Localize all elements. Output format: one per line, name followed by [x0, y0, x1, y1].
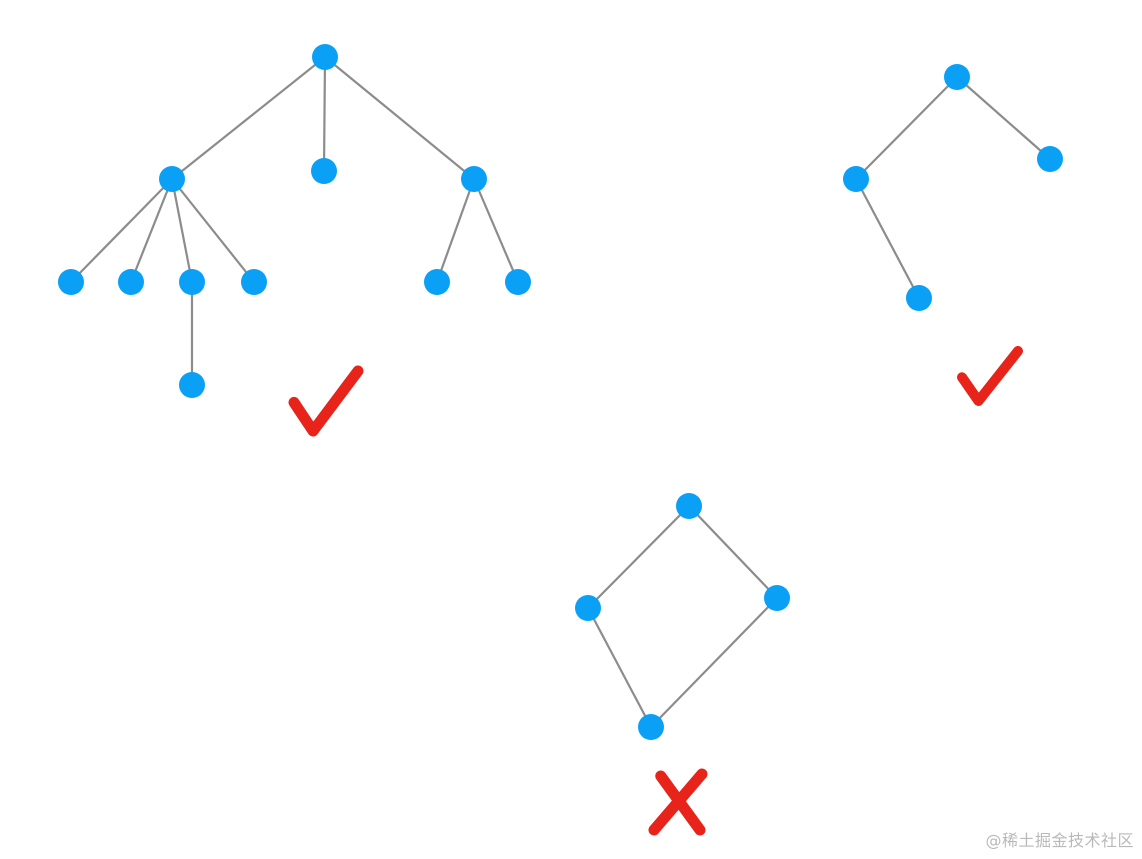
edge-t-lft — [586, 504, 691, 610]
edge-lft-bot — [586, 606, 653, 729]
node-c — [461, 166, 487, 192]
watermark-text: @稀土掘金技术社区 — [985, 831, 1134, 850]
cycle-graph — [575, 493, 790, 836]
edge-root-c — [323, 55, 476, 181]
edge-rgt-bot — [649, 596, 779, 729]
checkmark-icon — [957, 346, 1023, 406]
edge-root-a — [170, 55, 327, 181]
node-a3x — [179, 372, 205, 398]
node-a3 — [179, 269, 205, 295]
node-ll — [906, 285, 932, 311]
node-a2 — [118, 269, 144, 295]
node-c2 — [505, 269, 531, 295]
cross-icon — [648, 768, 708, 836]
node-root — [312, 44, 338, 70]
edge-l-ll — [854, 177, 921, 300]
tree-small — [843, 64, 1063, 406]
edge-t-rgt — [687, 504, 779, 600]
edge-a-a2 — [129, 177, 174, 284]
node-t — [676, 493, 702, 519]
node-lft — [575, 595, 601, 621]
edge-r-rr — [955, 75, 1052, 161]
edge-c-c1 — [435, 177, 476, 284]
node-a — [159, 166, 185, 192]
node-r — [944, 64, 970, 90]
node-a1 — [58, 269, 84, 295]
node-a4 — [241, 269, 267, 295]
node-b — [311, 158, 337, 184]
node-bot — [638, 714, 664, 740]
edge-root-b — [322, 55, 327, 173]
edge-a-a1 — [69, 177, 174, 284]
edge-a-a4 — [170, 177, 256, 284]
tree-large — [58, 44, 531, 437]
node-rr — [1037, 146, 1063, 172]
edge-r-l — [854, 75, 959, 181]
checkmark-icon — [288, 365, 364, 437]
node-rgt — [764, 585, 790, 611]
node-l — [843, 166, 869, 192]
edge-a-a3 — [170, 177, 194, 284]
edge-c-c2 — [472, 177, 520, 284]
node-c1 — [424, 269, 450, 295]
